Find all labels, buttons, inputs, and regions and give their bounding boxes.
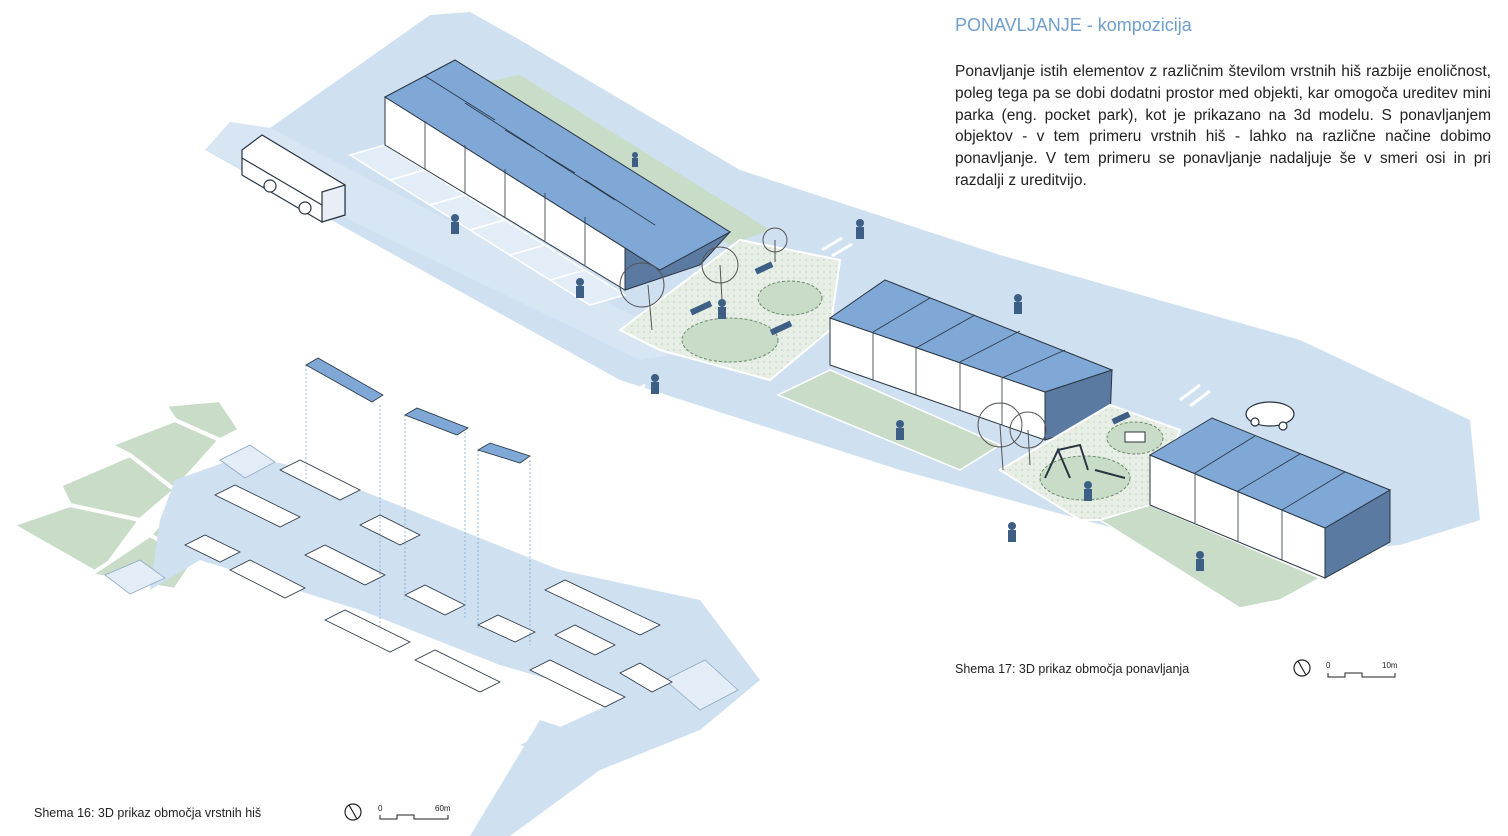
tree-icons — [619, 227, 1047, 471]
crosswalks — [624, 236, 1211, 548]
north-arrow-icon — [344, 659, 1311, 821]
pocket-park-2 — [998, 403, 1182, 521]
caption-small: Shema 16: 3D prikaz območja vrstnih hiš — [34, 806, 262, 820]
scale-end-main: 10m — [1382, 661, 1398, 670]
car-icon — [1245, 401, 1295, 431]
green-plots-3 — [1098, 504, 1322, 609]
main-model — [205, 12, 1480, 609]
pocket-park-1 — [618, 238, 842, 382]
bus-icon — [241, 134, 346, 223]
row-house-block-1 — [384, 59, 732, 291]
lifted-roofs — [305, 357, 531, 645]
page-title: PONAVLJANJE - kompozicija — [955, 15, 1192, 35]
area-plan — [7, 357, 760, 836]
scale-end-small: 60m — [435, 804, 451, 813]
caption-main: Shema 17: 3D prikaz območja ponavljanja — [955, 662, 1190, 676]
green-strip — [485, 75, 770, 245]
row-house-block-3 — [1148, 417, 1392, 579]
plan-road-exit — [470, 720, 600, 836]
green-plots-2 — [776, 369, 1002, 471]
description-paragraph: Ponavljanje istih elementov z različnim … — [955, 63, 1491, 189]
row-house-block-2 — [828, 279, 1114, 441]
scale-bar-icon — [379, 672, 1396, 820]
row-house-clusters — [184, 459, 673, 708]
bench-icons — [689, 261, 1131, 425]
people-icons — [451, 152, 1204, 571]
scale-start-small: 0 — [378, 804, 383, 813]
playground-icons — [1044, 431, 1146, 479]
scale-start-main: 0 — [1326, 661, 1331, 670]
